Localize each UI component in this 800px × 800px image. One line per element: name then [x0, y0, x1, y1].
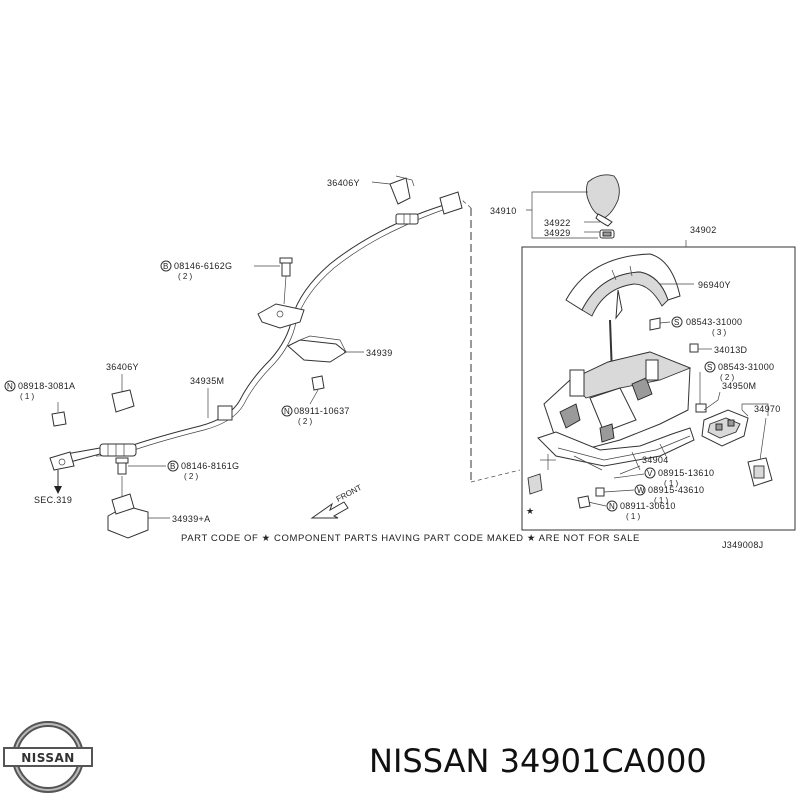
label-34910: 34910 [490, 206, 517, 216]
left-clip: 36406Y 34935M [106, 362, 224, 418]
not-for-sale-note: PART CODE OF ★ COMPONENT PARTS HAVING PA… [181, 533, 640, 544]
label-34902: 34902 [690, 225, 717, 235]
cable-bracket-upper: B 08146-6162G ( 2 ) [160, 257, 305, 329]
qty-08146-6162g: ( 2 ) [178, 272, 193, 281]
qty-08915-13610: ( 1 ) [664, 479, 679, 488]
marker-v: V [647, 469, 653, 478]
lower-right-fasteners: ★ V 08915-13610 ( 1 ) W 08915-43610 ( 1 … [526, 467, 714, 521]
label-08146-6162g: 08146-6162G [174, 261, 232, 271]
label-08146-8161g: 08146-8161G [181, 461, 239, 471]
label-08543-31000-a: 08543-31000 [686, 317, 742, 327]
part-number-caption: NISSAN 34901CA000 [369, 742, 707, 780]
small-bracket [527, 473, 543, 495]
qty-08146-8161g: ( 2 ) [184, 472, 199, 481]
bracket-34939: 34939 N 08911-10637 ( 2 ) [281, 335, 393, 426]
marker-w: W [637, 486, 645, 495]
front-label: FRONT [335, 483, 364, 504]
left-nut: N 08918-3081A ( 1 ) [4, 380, 75, 427]
label-34904: 34904 [642, 455, 669, 465]
washer-marker-s-2: S [707, 363, 712, 372]
upper-clip: 36406Y [327, 175, 415, 205]
qty-08911-30610: ( 1 ) [626, 512, 641, 521]
label-08911-10637: 08911-10637 [294, 406, 350, 416]
shifter-base: 34904 [537, 319, 695, 475]
nissan-logo: NISSAN [3, 721, 93, 793]
bolt-marker-b: B [163, 262, 168, 271]
lower-bracket: B 08146-8161G ( 2 ) 34939+A [107, 457, 239, 539]
bolt-marker-b-2: B [170, 462, 175, 471]
qty-08543-31000-a: ( 3 ) [712, 328, 727, 337]
label-34922: 34922 [544, 218, 571, 228]
qty-08543-31000-b: ( 2 ) [720, 373, 735, 382]
label-08911-30610: 08911-30610 [620, 501, 676, 511]
label-08543-31000-b: 08543-31000 [718, 362, 774, 372]
label-34935m: 34935M [190, 376, 224, 386]
switch-assembly: 34950M 34970 [701, 381, 781, 487]
qty-08911-10637: ( 2 ) [298, 417, 313, 426]
shift-cable [49, 191, 463, 471]
label-sec-319: SEC.319 [34, 495, 72, 505]
knob-clip [595, 213, 613, 227]
label-36406y-left: 36406Y [106, 362, 139, 372]
not-for-sale-star: ★ [526, 506, 534, 516]
label-96940y: 96940Y [698, 280, 731, 290]
qty-08915-43610: ( 1 ) [654, 496, 669, 505]
label-34939-a: 34939+A [172, 514, 210, 524]
nut-marker-n-2: N [7, 382, 13, 391]
label-34939: 34939 [366, 348, 393, 358]
shift-knob [585, 174, 620, 219]
qty-08918-3081a: ( 1 ) [20, 392, 35, 401]
label-08915-43610: 08915-43610 [648, 485, 704, 495]
shifter-assembly-frame [461, 199, 796, 531]
label-34950m: 34950M [722, 381, 756, 391]
shift-knob-group: 34910 34922 34929 34902 [490, 174, 717, 247]
figure-code: J349008J [722, 540, 763, 550]
label-34013d: 34013D [714, 345, 748, 355]
nut-marker-n-1: N [284, 407, 290, 416]
washer-marker-s: S [674, 318, 679, 327]
marker-n: N [609, 502, 615, 511]
sec-319-reference: SEC.319 [34, 470, 72, 505]
label-34929: 34929 [544, 228, 571, 238]
front-direction-arrow: FRONT [310, 483, 364, 519]
label-08918-3081a: 08918-3081A [18, 381, 75, 391]
label-08915-13610: 08915-13610 [658, 468, 714, 478]
indicator-cover: 96940Y [565, 253, 731, 320]
logo-text: NISSAN [21, 751, 75, 765]
label-34970: 34970 [754, 404, 781, 414]
assembly-box [521, 246, 796, 531]
right-fasteners: S 08543-31000 ( 3 ) 34013D S 08543-31000… [649, 316, 774, 413]
label-36406y-top: 36406Y [327, 178, 360, 188]
